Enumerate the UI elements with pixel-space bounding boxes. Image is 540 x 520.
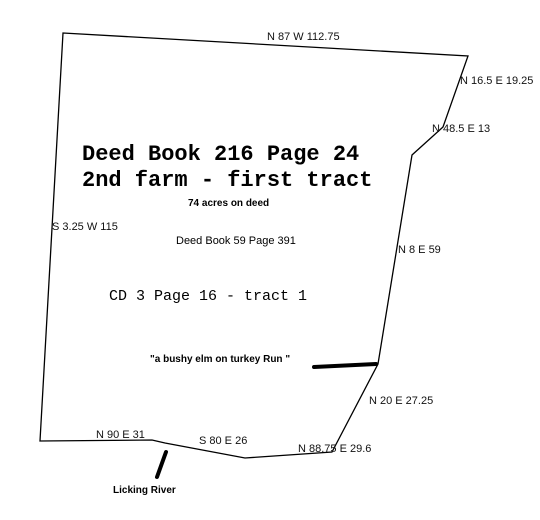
deed-subtitle: 2nd farm - first tract bbox=[82, 168, 372, 193]
bearing-label-ne-jog: N 48.5 E 13 bbox=[432, 123, 490, 135]
deed-reference: Deed Book 59 Page 391 bbox=[176, 235, 296, 247]
bearing-label-north: N 87 W 112.75 bbox=[267, 31, 340, 43]
river-marker bbox=[155, 450, 168, 479]
bearing-label-south-west: N 90 E 31 bbox=[96, 429, 145, 441]
bearing-label-west: S 3.25 W 115 bbox=[52, 221, 118, 233]
bearing-label-south-mid: S 80 E 26 bbox=[199, 435, 247, 447]
bearing-label-south-east: N 88.75 E 29.6 bbox=[298, 443, 371, 455]
bearing-label-se: N 20 E 27.25 bbox=[369, 395, 433, 407]
acres-note: 74 acres on deed bbox=[188, 198, 269, 209]
river-label: Licking River bbox=[113, 485, 176, 496]
bearing-label-east: N 8 E 59 bbox=[398, 244, 441, 256]
elm-marker bbox=[312, 362, 378, 369]
tract-boundary bbox=[39, 32, 469, 459]
cd-reference: CD 3 Page 16 - tract 1 bbox=[109, 288, 307, 305]
elm-label: "a bushy elm on turkey Run " bbox=[150, 354, 290, 365]
bearing-label-ne-corner: N 16.5 E 19.25 bbox=[460, 75, 533, 87]
deed-title: Deed Book 216 Page 24 bbox=[82, 142, 359, 167]
